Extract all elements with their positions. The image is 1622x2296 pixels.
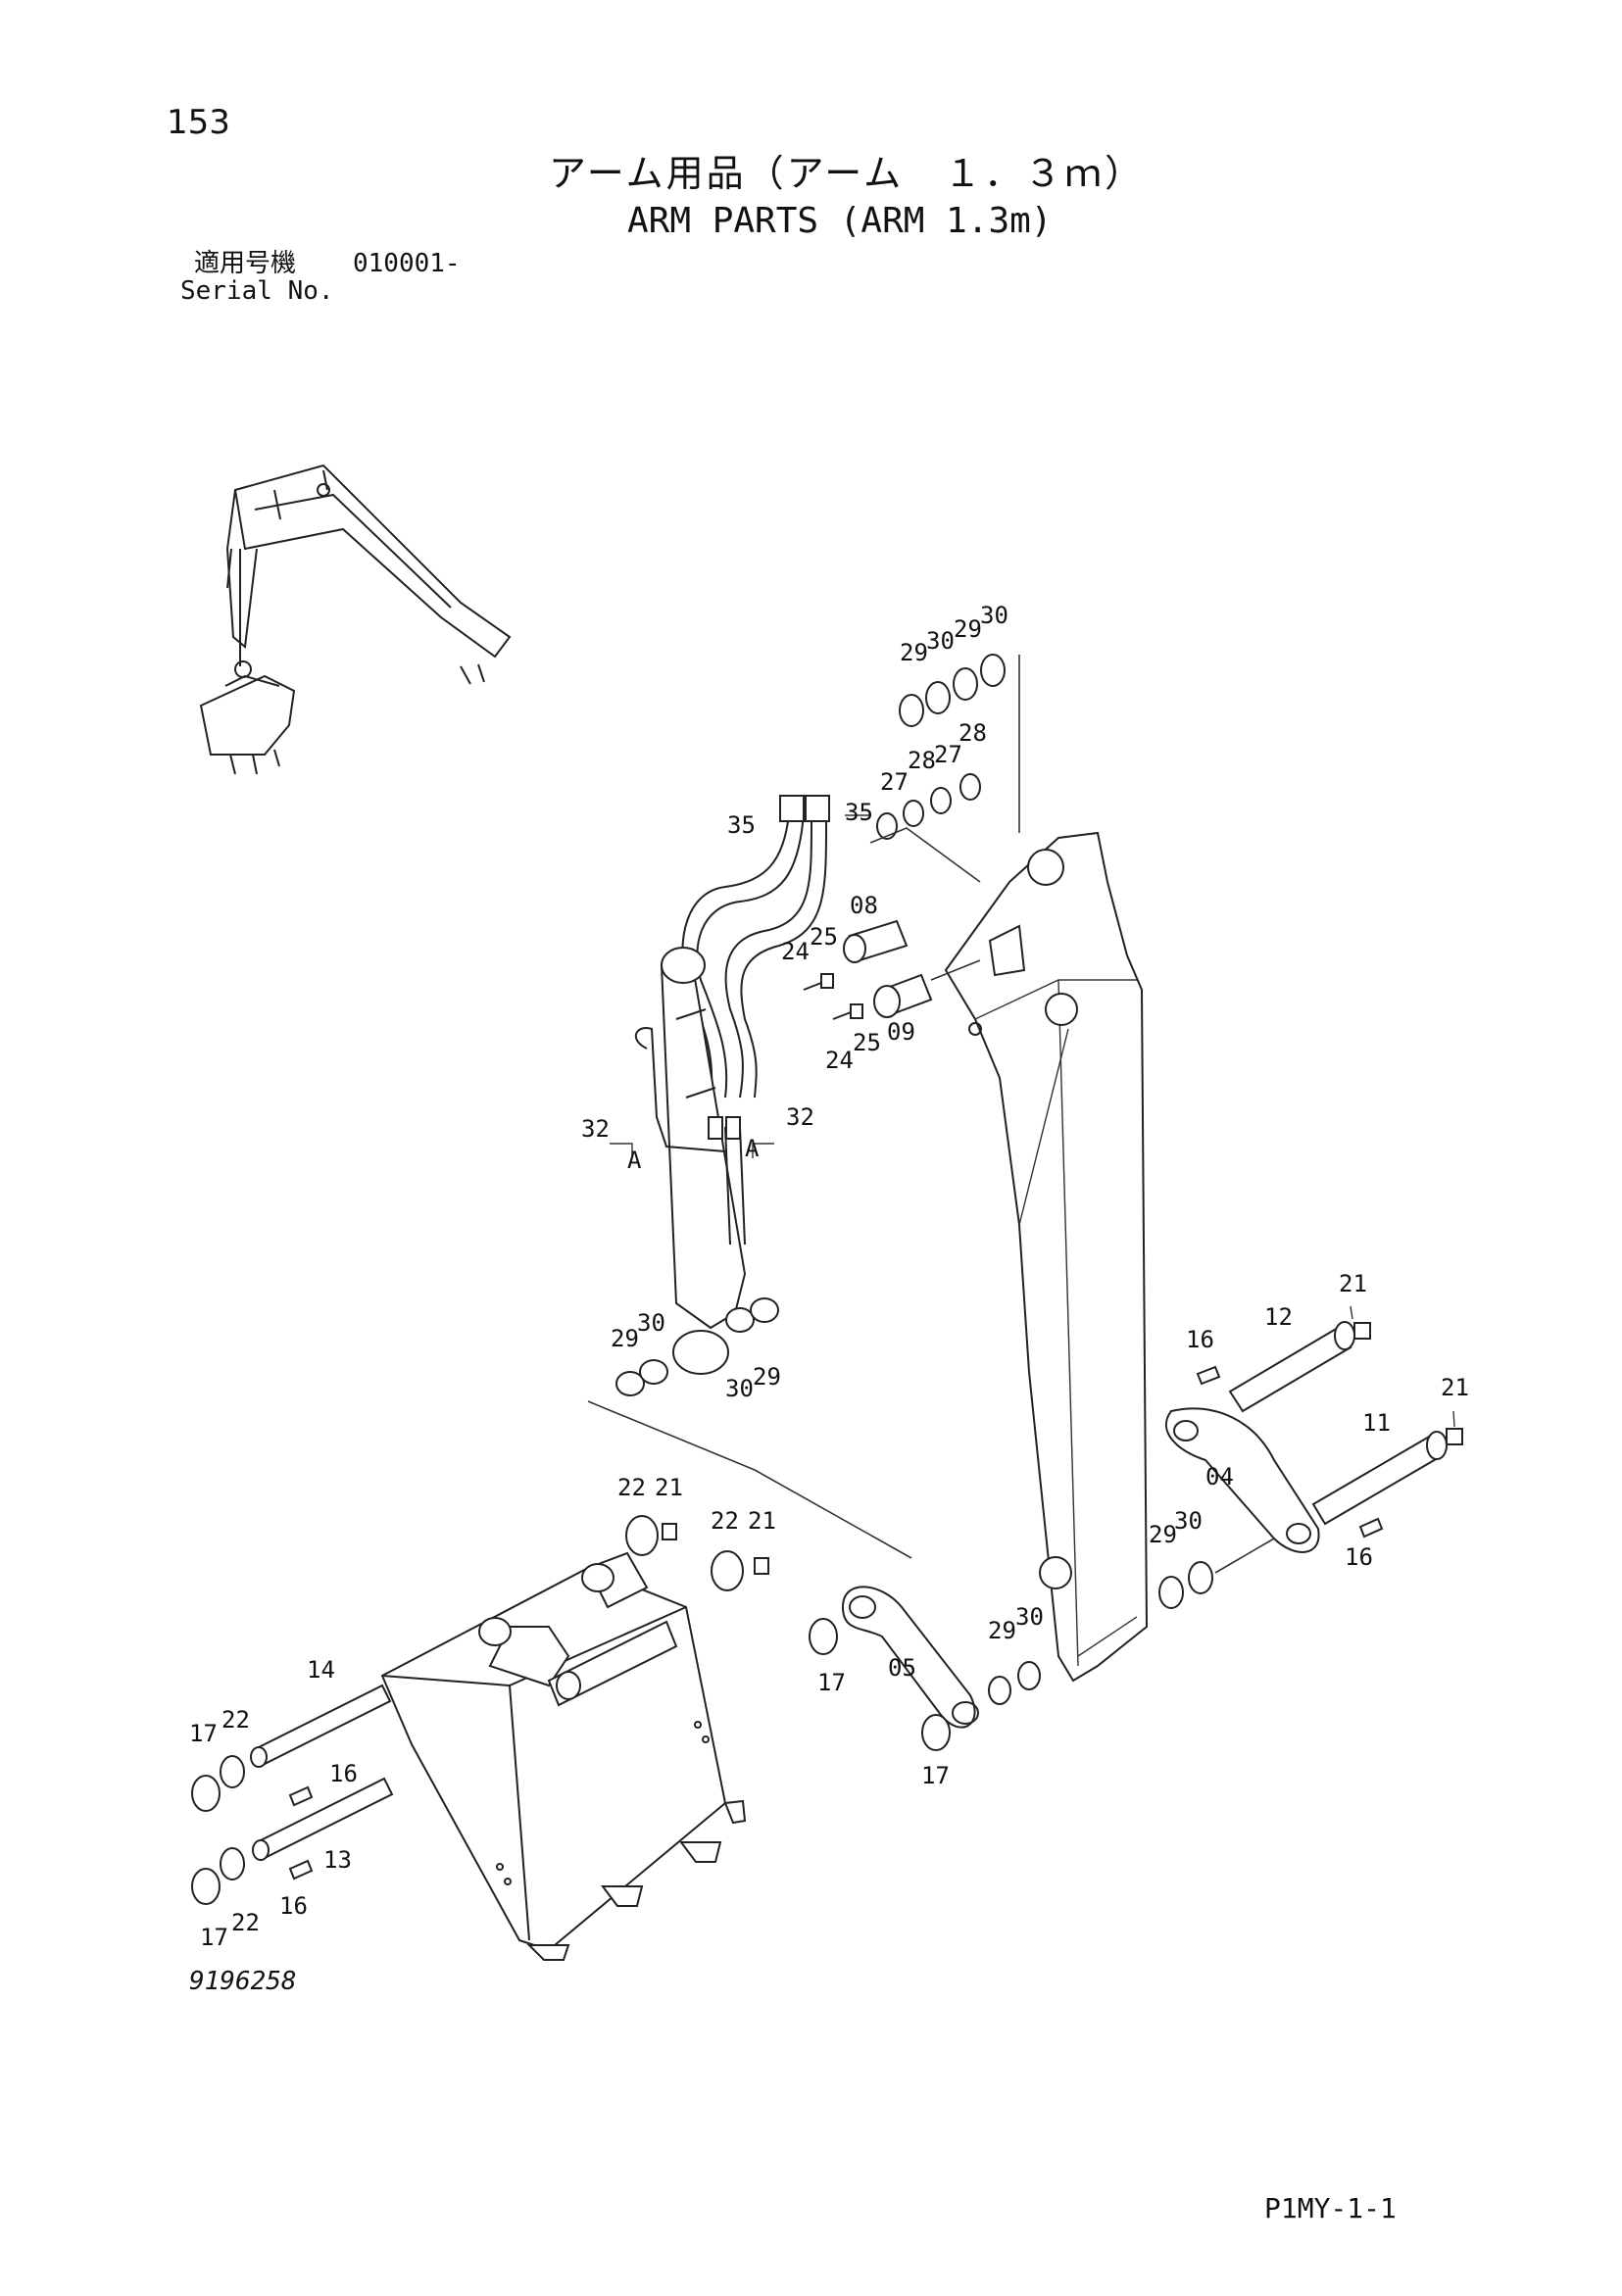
- section-marker-a: A: [627, 1147, 642, 1174]
- callout-29: 29: [954, 615, 982, 643]
- callout-25: 25: [853, 1029, 881, 1056]
- callout-22: 22: [711, 1507, 739, 1535]
- callout-17: 17: [200, 1924, 228, 1951]
- callout-30: 30: [1015, 1603, 1044, 1631]
- leader-lines: [610, 814, 1455, 1428]
- page-number: 153: [167, 103, 230, 142]
- callout-35: 35: [727, 811, 756, 839]
- washers-29-30-right: [1158, 1538, 1275, 1609]
- callout-16: 16: [1345, 1543, 1373, 1571]
- callout-22: 22: [221, 1706, 250, 1734]
- page-title-japanese: アーム用品（アーム １．３ｍ）: [549, 152, 1146, 195]
- page-title-english: ARM PARTS (ARM 1.3m): [627, 201, 1053, 241]
- link-05: [809, 1586, 1041, 1751]
- callout-30: 30: [637, 1309, 665, 1337]
- callout-09: 09: [887, 1018, 915, 1046]
- callout-21: 21: [655, 1474, 683, 1501]
- callout-08: 08: [850, 892, 878, 919]
- arm-body: [944, 831, 1149, 1683]
- hydraulic-hoses: [681, 795, 830, 1099]
- callout-28: 28: [908, 747, 936, 774]
- callout-30: 30: [926, 627, 955, 655]
- callout-25: 25: [810, 923, 838, 951]
- pins-11-12: [1196, 1321, 1463, 1539]
- serial-label-japanese: 適用号機: [194, 249, 297, 278]
- arm-cylinder: [587, 947, 912, 1559]
- callout-05: 05: [888, 1654, 916, 1682]
- callout-21: 21: [748, 1507, 776, 1535]
- callout-24: 24: [825, 1047, 854, 1074]
- callout-12: 12: [1264, 1303, 1293, 1331]
- callout-32: 32: [786, 1103, 814, 1131]
- callout-04: 04: [1205, 1463, 1234, 1490]
- callout-21: 21: [1339, 1270, 1367, 1297]
- callout-14: 14: [307, 1656, 335, 1684]
- callout-16: 16: [1186, 1326, 1214, 1353]
- callout-22: 22: [231, 1909, 260, 1936]
- callout-30: 30: [1174, 1507, 1203, 1535]
- section-marker-a: A: [745, 1135, 760, 1162]
- callout-16: 16: [279, 1892, 308, 1920]
- callout-30: 30: [980, 602, 1008, 629]
- pins-and-bushings-top: [803, 919, 981, 1020]
- callout-16: 16: [329, 1760, 358, 1787]
- callout-29: 29: [1149, 1521, 1177, 1548]
- callout-28: 28: [958, 719, 987, 747]
- machine-overview-illustration: [199, 464, 512, 775]
- callout-29: 29: [753, 1363, 781, 1391]
- serial-label-english: Serial No.: [180, 276, 334, 306]
- callout-29: 29: [988, 1617, 1016, 1644]
- callout-24: 24: [781, 938, 810, 965]
- callout-11: 11: [1362, 1409, 1391, 1437]
- callout-27: 27: [880, 768, 909, 796]
- callout-17: 17: [817, 1669, 846, 1696]
- callout-29: 29: [900, 639, 928, 666]
- callout-30: 30: [725, 1375, 754, 1402]
- bucket-pins: [191, 1515, 769, 1905]
- callout-21: 21: [1441, 1374, 1469, 1401]
- callout-13: 13: [323, 1846, 352, 1874]
- washer-stack-top: [869, 654, 1020, 883]
- callout-32: 32: [581, 1115, 610, 1143]
- page-code: P1MY-1-1: [1264, 2192, 1397, 2224]
- callout-17: 17: [189, 1720, 218, 1747]
- serial-number-value: 010001-: [353, 249, 461, 278]
- callout-35: 35: [845, 799, 873, 826]
- callout-29: 29: [611, 1325, 639, 1352]
- callout-22: 22: [617, 1474, 646, 1501]
- callout-17: 17: [921, 1762, 950, 1789]
- callout-27: 27: [934, 741, 962, 768]
- link-04: [1165, 1407, 1320, 1553]
- bucket: [380, 1551, 747, 1961]
- drawing-number: 9196258: [189, 1967, 297, 1996]
- callout-labels: 29 30 29 30 28 27 28 27 35 35 08 24 25 0…: [189, 602, 1469, 1951]
